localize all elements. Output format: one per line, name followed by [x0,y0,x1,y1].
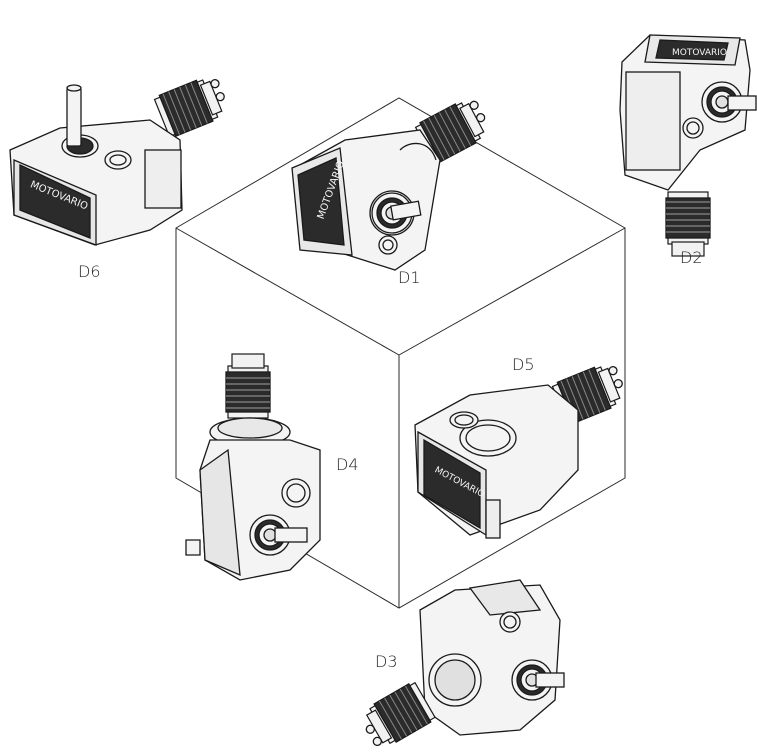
position-label-d5: D5 [512,355,535,374]
gearbox-d1: MOTOVARIO [291,93,495,271]
gearbox-d6: MOTOVARIO [9,72,233,246]
position-label-d2: D2 [680,248,703,267]
position-label-d6: D6 [78,262,101,281]
svg-text:MOTOVARIO: MOTOVARIO [672,48,727,58]
position-label-d1: D1 [398,268,421,287]
gearbox-d2: MOTOVARIO [619,34,757,257]
position-label-d4: D4 [336,455,359,474]
reference-cube [175,97,626,609]
gearbox-d3 [356,579,565,753]
gearbox-d5: MOTOVARIO [414,359,631,539]
position-label-d3: D3 [375,652,398,671]
gearbox-d4 [185,353,321,581]
